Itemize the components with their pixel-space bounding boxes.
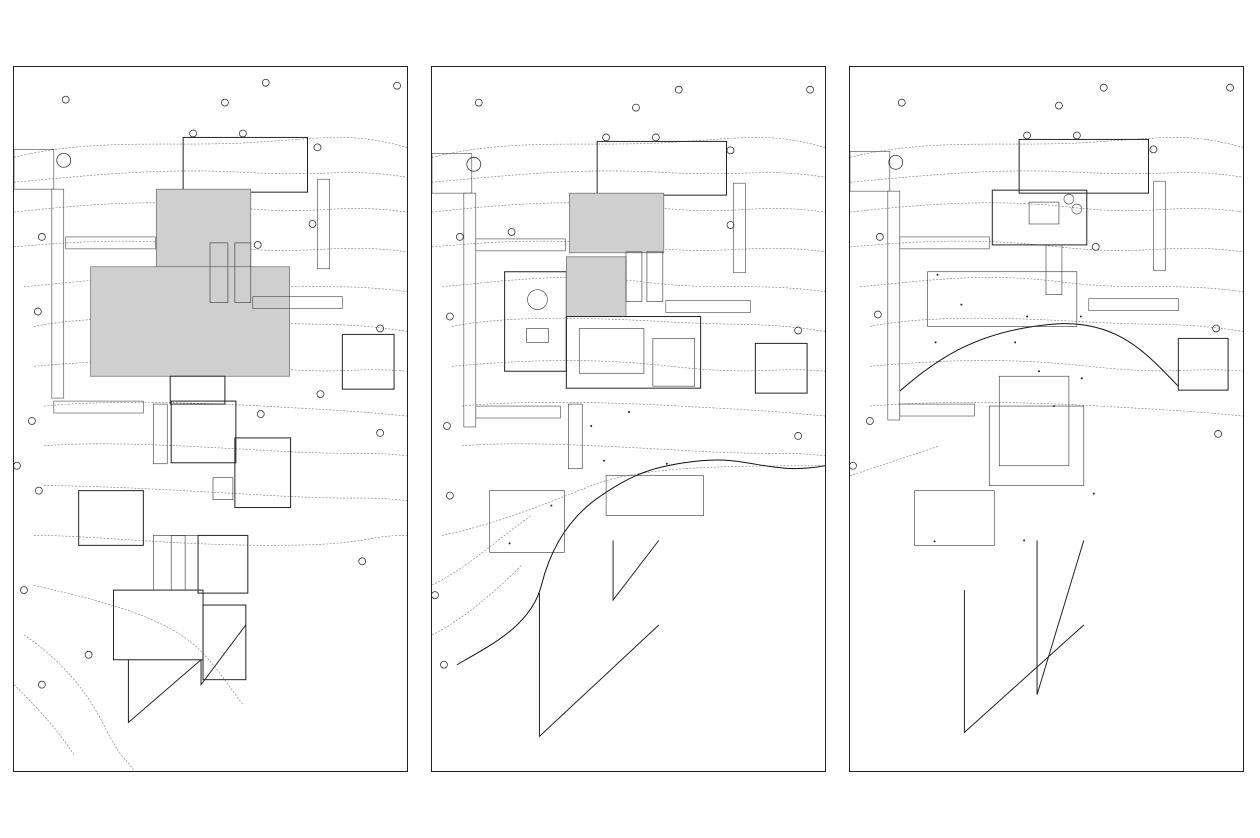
site-plan-drawing-1 — [14, 78, 407, 771]
survey-points — [933, 273, 1095, 543]
site-plan-drawing-2 — [432, 85, 825, 738]
plan-sheet-1 — [13, 66, 408, 772]
trees — [850, 83, 1234, 470]
site-plan-drawing-3 — [850, 83, 1243, 734]
house-walls — [456, 140, 825, 738]
stairs — [568, 251, 664, 470]
survey-points — [508, 411, 668, 545]
paving-stones — [432, 153, 751, 428]
stairs — [152, 242, 252, 591]
contour-lines — [432, 137, 825, 636]
house-walls — [78, 136, 395, 724]
plan-sheet-3 — [849, 66, 1244, 772]
paving-stones — [850, 151, 1179, 421]
house-walls — [899, 138, 1229, 734]
plan-sheet-2 — [431, 66, 826, 772]
trees — [432, 85, 814, 669]
trees — [14, 78, 401, 689]
paving-stones — [14, 149, 343, 414]
stairs — [1045, 244, 1063, 295]
contour-lines — [850, 137, 1243, 476]
